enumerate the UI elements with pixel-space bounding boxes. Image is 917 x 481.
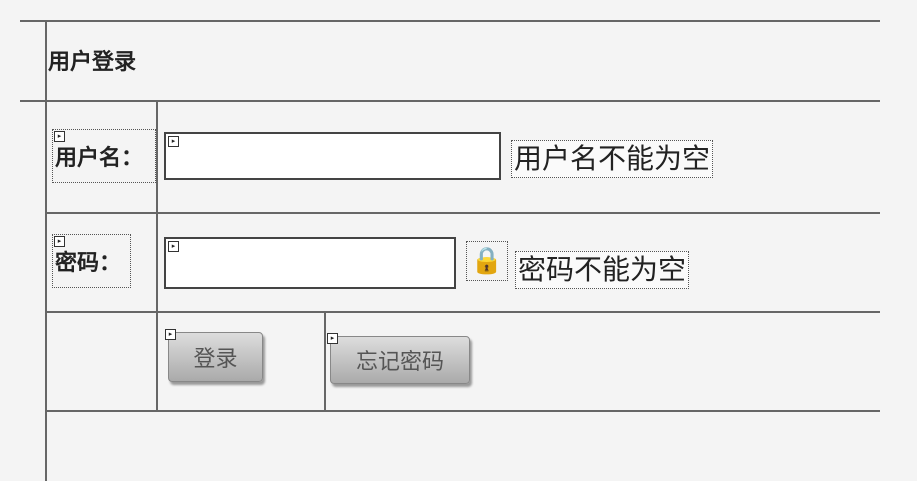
forgot-password-button[interactable]: 忘记密码 [330, 336, 470, 384]
username-label: ▸ 用户名： [52, 129, 156, 183]
table-border-bottom [45, 410, 880, 412]
table-border-row3 [45, 311, 880, 313]
username-input[interactable]: ▸ [164, 132, 501, 180]
username-error: 用户名不能为空 [511, 140, 714, 178]
password-error: 密码不能为空 [515, 251, 690, 289]
page-title: 用户登录 [48, 50, 137, 75]
table-border-left [45, 20, 47, 481]
table-border-col1 [156, 100, 158, 410]
table-border-top [20, 20, 880, 22]
element-marker-icon: ▸ [165, 329, 176, 340]
element-marker-icon: ▸ [54, 236, 65, 247]
table-border-row1 [20, 100, 880, 102]
password-label: ▸ 密码： [52, 234, 131, 288]
table-border-col2 [324, 311, 326, 410]
element-marker-icon: ▸ [54, 131, 65, 142]
table-border-row2 [45, 212, 880, 214]
element-marker-icon: ▸ [168, 136, 179, 147]
password-input[interactable]: ▸ [164, 237, 456, 289]
lock-icon: 🔒 [466, 241, 508, 281]
element-marker-icon: ▸ [168, 241, 179, 252]
element-marker-icon: ▸ [327, 333, 338, 344]
login-button[interactable]: 登录 [168, 332, 263, 382]
